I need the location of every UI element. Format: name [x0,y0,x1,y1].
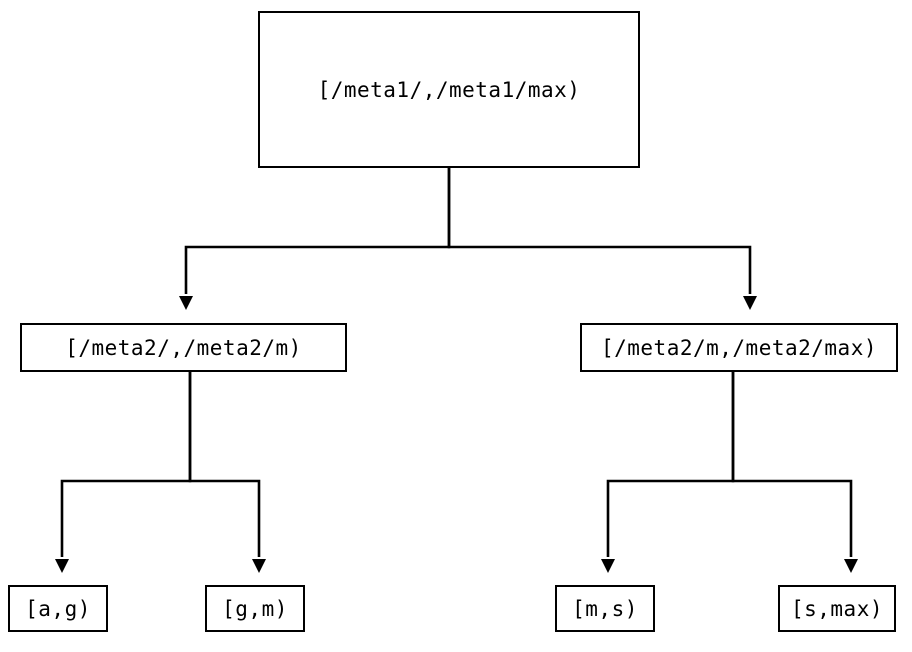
arrowhead-icon [252,559,266,573]
arrowhead-icon [55,559,69,573]
tree-node-leaf-ms[interactable]: [m,s) [555,585,655,632]
tree-node-label: [a,g) [25,596,91,621]
tree-node-root[interactable]: [/meta1/,/meta1/max) [258,11,640,168]
tree-node-leaf-ag[interactable]: [a,g) [8,585,108,632]
tree-node-label: [/meta1/,/meta1/max) [317,77,581,102]
tree-node-label: [/meta2/,/meta2/m) [65,335,302,360]
edge-meta2-left-to-leaf-ag [55,372,192,573]
arrowhead-icon [601,559,615,573]
arrowhead-icon [743,296,757,310]
tree-node-label: [/meta2/m,/meta2/max) [600,335,877,360]
edge-meta2-left-to-leaf-gm [188,372,266,573]
tree-node-label: [s,max) [790,596,883,621]
tree-node-meta2-left[interactable]: [/meta2/,/meta2/m) [20,323,347,372]
tree-node-leaf-gm[interactable]: [g,m) [205,585,305,632]
tree-node-meta2-right[interactable]: [/meta2/m,/meta2/max) [580,323,898,372]
arrowhead-icon [179,296,193,310]
tree-node-leaf-smax[interactable]: [s,max) [778,585,896,632]
edge-meta2-right-to-leaf-smax [731,372,858,573]
tree-node-label: [m,s) [572,596,638,621]
edge-meta2-right-to-leaf-ms [601,372,735,573]
edge-root-to-meta2-right [447,168,757,310]
tree-node-label: [g,m) [222,596,288,621]
edge-root-to-meta2-left [179,168,451,310]
arrowhead-icon [844,559,858,573]
